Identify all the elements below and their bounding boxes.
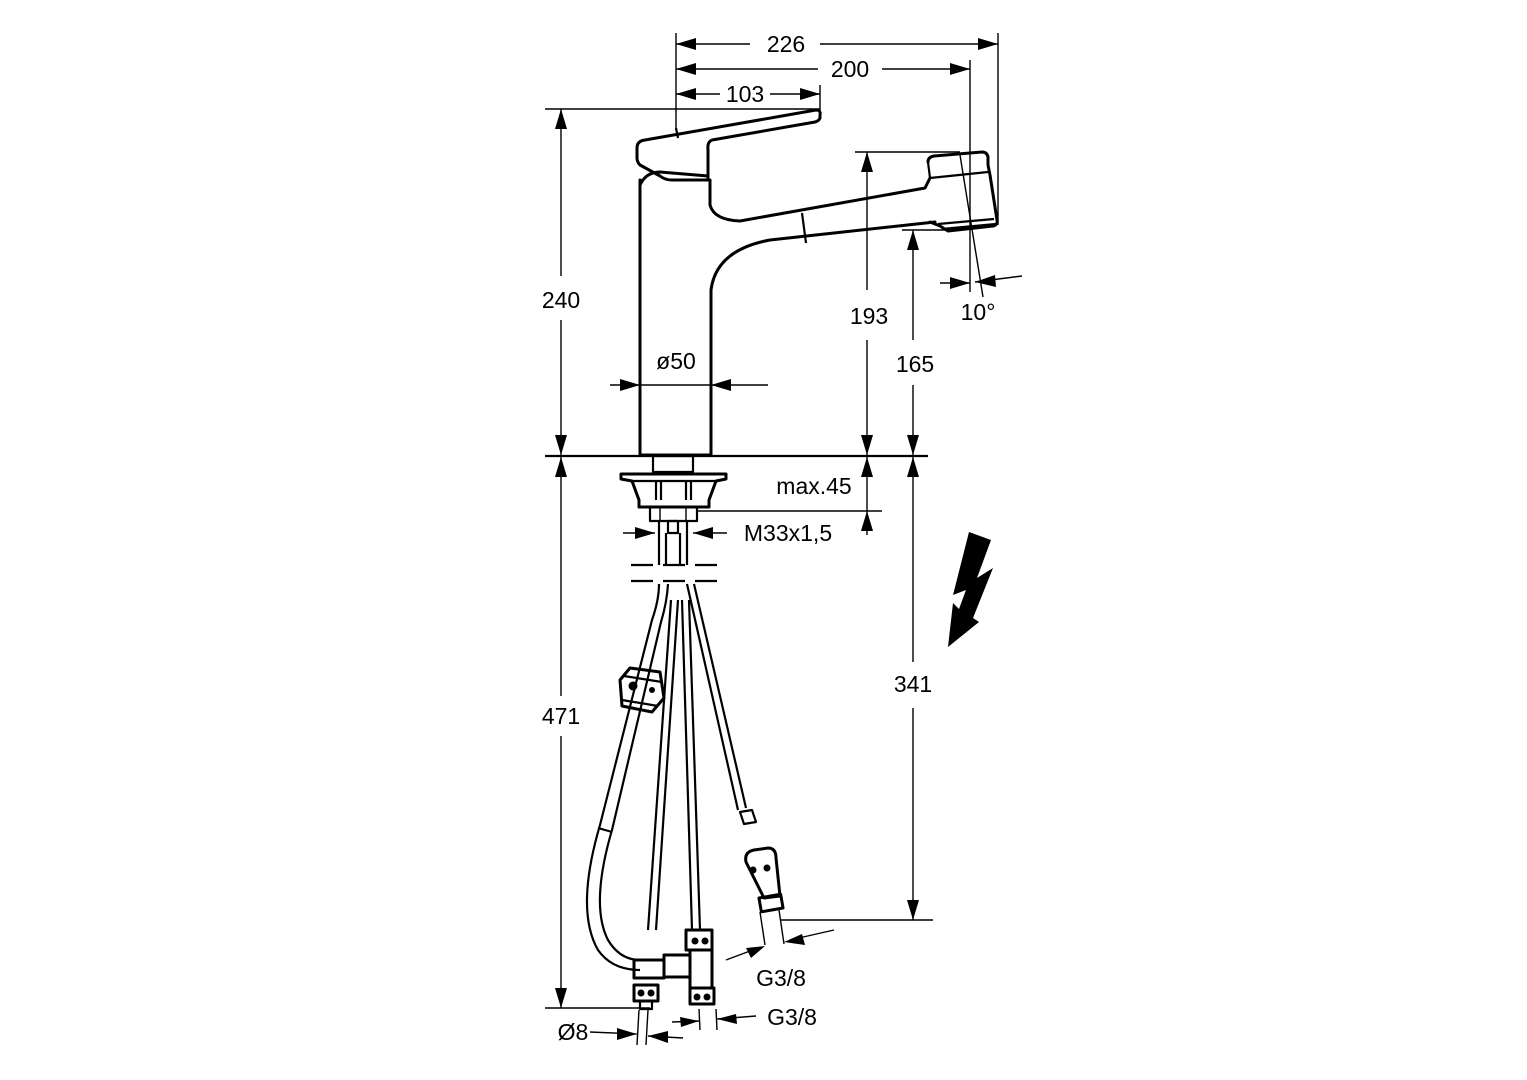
dimension-103: 103 — [676, 81, 821, 112]
dimension-max45: max.45 — [697, 457, 882, 535]
dim-label-341: 341 — [894, 671, 932, 697]
dim-label-240: 240 — [542, 287, 580, 313]
dimension-193: 193 — [850, 151, 960, 455]
dim-label-10deg: 10° — [961, 299, 996, 325]
break-lines — [631, 563, 722, 583]
dimension-200: 200 — [676, 56, 971, 240]
dimension-diameter-8: Ø8 — [558, 1009, 684, 1046]
dimension-341: 341 — [780, 457, 933, 921]
dim-label-g38-center: G3/8 — [767, 1004, 817, 1030]
dim-label-dia50: ø50 — [656, 348, 696, 374]
dimension-g38-center: G3/8 — [671, 1004, 817, 1031]
dim-label-dia8: Ø8 — [558, 1019, 589, 1045]
hose-fittings — [632, 808, 785, 1011]
dimension-thread-m33: M33x1,5 — [623, 520, 832, 546]
hoses — [585, 521, 748, 972]
dimension-diameter-50: ø50 — [610, 348, 768, 391]
dim-label-193: 193 — [850, 303, 888, 329]
dim-label-200: 200 — [831, 56, 869, 82]
dim-label-471: 471 — [542, 703, 580, 729]
mounting-flange — [619, 454, 728, 535]
dim-label-m33: M33x1,5 — [744, 520, 832, 546]
dimension-226: 226 — [675, 31, 999, 225]
dimension-g38-right: G3/8 — [725, 929, 835, 991]
dim-label-max45: max.45 — [776, 473, 851, 499]
dimension-471: 471 — [542, 457, 650, 1009]
dim-label-g38-right: G3/8 — [756, 965, 806, 991]
dimension-spray-angle: 10° — [940, 154, 1023, 325]
dim-label-226: 226 — [767, 31, 805, 57]
dim-label-165: 165 — [896, 351, 934, 377]
dim-label-103: 103 — [726, 81, 764, 107]
dimension-165: 165 — [896, 229, 945, 455]
tap-body — [635, 108, 999, 457]
lightning-bolt-icon — [948, 532, 993, 647]
dimension-240: 240 — [542, 108, 820, 455]
